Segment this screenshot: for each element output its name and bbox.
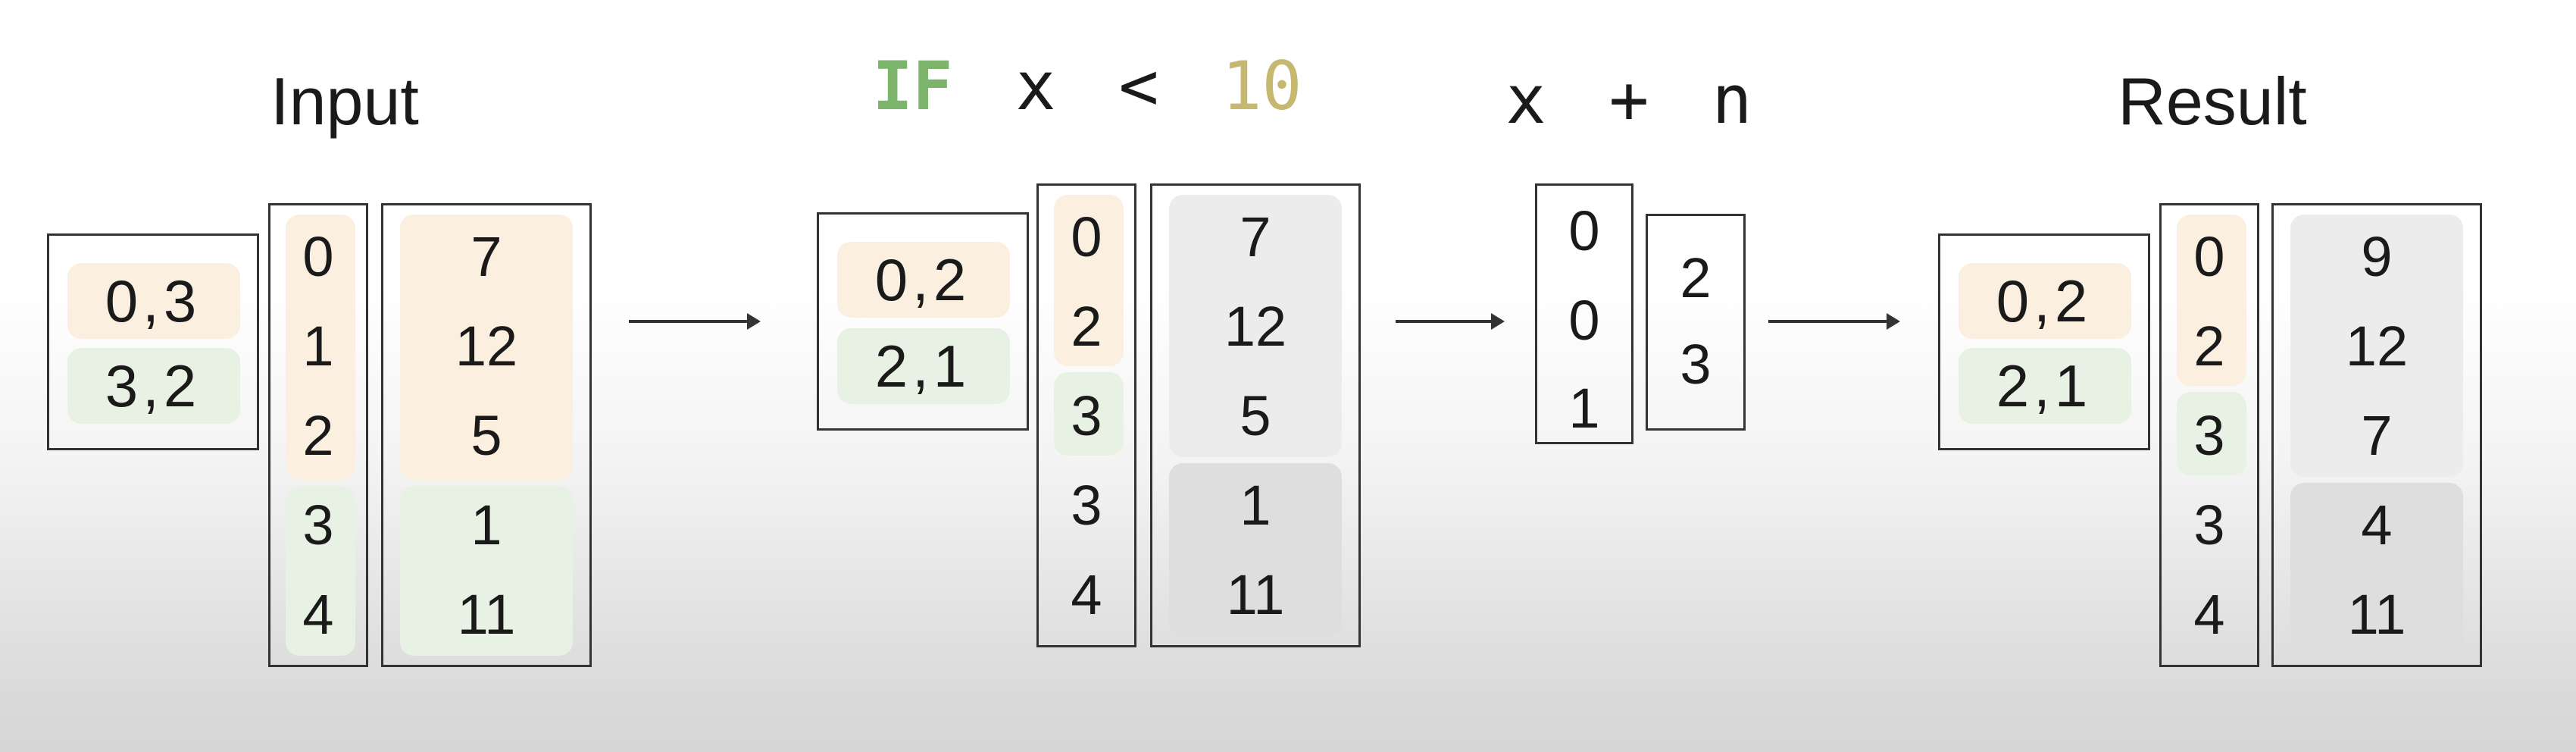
condition-value: 10 <box>1221 47 1302 125</box>
input-index: 0 <box>302 225 334 288</box>
arrow-input-to-filter <box>629 313 761 330</box>
result-pair-highlight-2 <box>1959 348 2131 424</box>
filtered-value: 5 <box>1240 384 1271 447</box>
n-value: 3 <box>1680 333 1712 396</box>
x-values-column: 0 0 1 <box>1535 183 1633 444</box>
input-index: 4 <box>302 583 334 646</box>
filtered-index: 3 <box>1071 474 1102 537</box>
filtered-pair-2: 2,1 <box>874 333 971 400</box>
result-value: 4 <box>2361 494 2393 556</box>
result-pair-1: 0,2 <box>1996 268 2093 334</box>
filtered-value: 7 <box>1240 205 1271 268</box>
filtered-pair-highlight-1 <box>837 242 1010 318</box>
input-value: 5 <box>470 404 502 467</box>
x-value: 1 <box>1568 377 1600 440</box>
filtered-values-highlight-top <box>1169 195 1342 457</box>
result-index: 3 <box>2193 494 2225 556</box>
result-index-highlight-orange <box>2177 215 2246 386</box>
expression-x: x <box>1505 61 1546 139</box>
result-value: 9 <box>2361 225 2393 288</box>
filtered-value: 11 <box>1226 563 1285 626</box>
arrow-filter-to-compute <box>1396 313 1505 330</box>
result-pair-2: 2,1 <box>1996 352 2093 419</box>
result-value: 7 <box>2361 404 2393 467</box>
filtered-values-column: 7 12 5 1 11 <box>1150 183 1361 647</box>
input-title: Input <box>270 64 419 139</box>
filtered-index: 0 <box>1071 205 1102 268</box>
input-values-highlight-green <box>400 486 573 656</box>
result-value: 11 <box>2347 583 2406 646</box>
input-pair-1: 0,3 <box>105 268 202 334</box>
filtered-index: 3 <box>1071 384 1102 447</box>
input-index-highlight-green <box>286 486 355 656</box>
result-index-column: 0 2 3 3 4 <box>2159 203 2259 667</box>
input-index-column: 0 1 2 3 4 <box>268 203 368 667</box>
result-index: 3 <box>2193 404 2225 467</box>
input-index: 1 <box>302 315 334 378</box>
input-pairs-box: 0,3 3,2 <box>47 233 259 450</box>
input-index: 3 <box>302 494 334 556</box>
filtered-value: 1 <box>1240 474 1271 537</box>
result-pair-highlight-1 <box>1959 263 2131 339</box>
condition-title: IF x < 10 <box>873 53 1302 120</box>
filtered-pair-highlight-2 <box>837 328 1010 404</box>
result-index: 2 <box>2193 315 2225 378</box>
filtered-values-highlight-bottom <box>1169 463 1342 636</box>
filtered-pairs-box: 0,2 2,1 <box>817 212 1029 431</box>
filtered-pair-1: 0,2 <box>874 246 971 313</box>
result-title: Result <box>2118 64 2307 139</box>
arrow-compute-to-result <box>1768 313 1900 330</box>
result-values-highlight-top <box>2290 215 2463 477</box>
x-value: 0 <box>1568 199 1600 262</box>
input-value: 12 <box>455 315 518 378</box>
result-index: 4 <box>2193 583 2225 646</box>
input-index: 2 <box>302 404 334 467</box>
filtered-index: 2 <box>1071 295 1102 358</box>
n-value: 2 <box>1680 246 1712 309</box>
filtered-index: 4 <box>1071 563 1102 626</box>
expression-n: n <box>1712 61 1752 139</box>
expression-operator: + <box>1608 61 1649 139</box>
result-index: 0 <box>2193 225 2225 288</box>
input-value: 7 <box>470 225 502 288</box>
n-values-column: 2 3 <box>1646 214 1746 431</box>
input-value: 1 <box>470 494 502 556</box>
result-values-highlight-bottom <box>2290 483 2463 656</box>
filtered-index-highlight-green <box>1054 372 1124 456</box>
filtered-index-highlight-orange <box>1054 195 1124 366</box>
filtered-value: 12 <box>1224 295 1287 358</box>
condition-keyword: IF <box>872 47 953 125</box>
input-pair-highlight-1 <box>67 263 240 339</box>
input-pair-highlight-2 <box>67 348 240 424</box>
condition-variable: x <box>1015 47 1056 125</box>
result-values-column: 9 12 7 4 11 <box>2271 203 2482 667</box>
expression-title: x + n <box>1506 67 1752 133</box>
filtered-index-column: 0 2 3 3 4 <box>1036 183 1136 647</box>
input-values-column: 7 12 5 1 11 <box>381 203 592 667</box>
condition-operator: < <box>1118 47 1159 125</box>
x-value: 0 <box>1568 289 1600 352</box>
input-index-highlight-orange <box>286 215 355 480</box>
input-pair-2: 3,2 <box>105 352 202 419</box>
result-pairs-box: 0,2 2,1 <box>1938 233 2150 450</box>
result-value: 12 <box>2345 315 2409 378</box>
result-index-highlight-green <box>2177 392 2246 475</box>
input-values-highlight-orange <box>400 215 573 480</box>
input-value: 11 <box>457 583 516 646</box>
